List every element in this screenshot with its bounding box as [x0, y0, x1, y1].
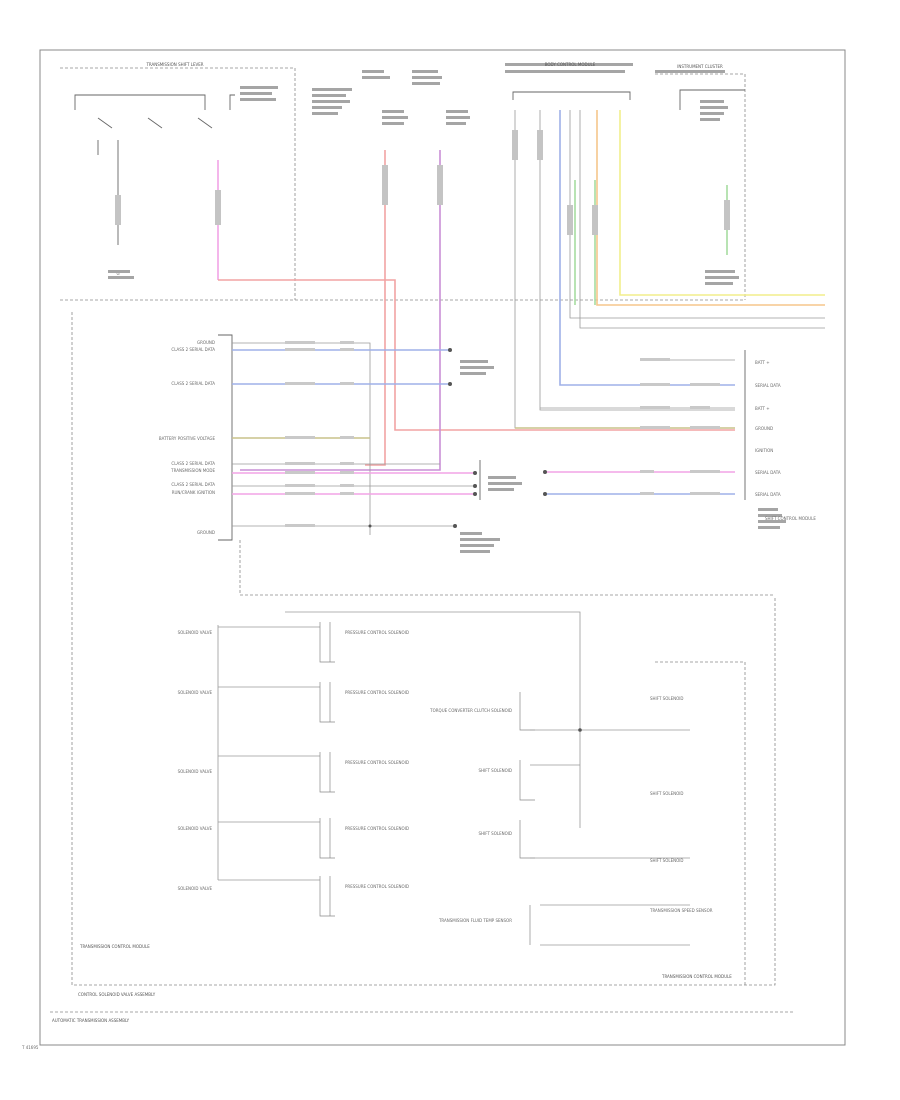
shift-lever-box [60, 67, 296, 300]
auto-trans-title: AUTOMATIC TRANSMISSION ASSEMBLY [52, 1018, 130, 1023]
tcm-pin-3: BATTERY POSITIVE VOLTAGE [159, 436, 216, 441]
shift-control-pin-2: BATT + [755, 406, 770, 411]
right-comp-0: SHIFT SOLENOID [650, 696, 684, 701]
shift-switch-bracket-right [229, 94, 235, 110]
shift-control-pin-labels: BATT + SERIAL DATA BATT + GROUND IGNITIO… [755, 360, 781, 497]
solenoid-left-2: SOLENOID VALVE [178, 769, 213, 774]
solenoid-left-1: SOLENOID VALVE [178, 690, 213, 695]
tcm-pin-labels: GROUND CLASS 2 SERIAL DATA CLASS 2 SERIA… [159, 340, 216, 535]
footer-code: T 41695 [21, 1045, 39, 1050]
center-component-labels: TORQUE CONVERTER CLUTCH SOLENOID SHIFT S… [429, 708, 512, 923]
center-comp-1: SHIFT SOLENOID [478, 768, 512, 773]
top-header-labels [108, 63, 739, 285]
center-components [519, 692, 690, 946]
tcm-pin-5: TRANSMISSION MODE [170, 468, 215, 473]
tcm-pin-1: CLASS 2 SERIAL DATA [171, 347, 215, 352]
splice-labels [460, 360, 786, 553]
solenoid-right-4: PRESSURE CONTROL SOLENOID [345, 884, 409, 889]
solenoid-right-0: PRESSURE CONTROL SOLENOID [345, 630, 409, 635]
lever-ground-label: G [116, 271, 119, 276]
center-comp-2: SHIFT SOLENOID [478, 831, 512, 836]
instrument-cluster-box [655, 73, 746, 300]
instrument-cluster-title: INSTRUMENT CLUSTER [677, 64, 723, 69]
tcm-title-right: TRANSMISSION CONTROL MODULE [661, 974, 732, 979]
right-component-labels: SHIFT SOLENOID SHIFT SOLENOID SHIFT SOLE… [649, 696, 713, 913]
wire-tags [115, 130, 730, 235]
gateway-title: BODY CONTROL MODULE [545, 62, 596, 67]
solenoid-return [285, 611, 581, 828]
shift-control-title: SHIFT CONTROL MODULE [765, 516, 816, 521]
tcm-wire-tags [285, 341, 720, 527]
tcm-pin-8: GROUND [197, 530, 215, 535]
tcm-pin-4: CLASS 2 SERIAL DATA [171, 461, 215, 466]
right-comp-1: SHIFT SOLENOID [650, 791, 684, 796]
control-solenoid-title: CONTROL SOLENOID VALVE ASSEMBLY [78, 992, 156, 997]
shift-control-pin-1: SERIAL DATA [755, 383, 781, 388]
right-comp-3: TRANSMISSION SPEED SENSOR [649, 908, 713, 913]
instrument-cluster-inner [679, 89, 745, 110]
shift-control-pin-6: SERIAL DATA [755, 492, 781, 497]
tcm-outer-box [71, 312, 776, 986]
connector-dots [368, 348, 547, 528]
shift-lever-title: TRANSMISSION SHIFT LEVER [145, 62, 203, 67]
solenoid-left-labels: SOLENOID VALVE SOLENOID VALVE SOLENOID V… [178, 630, 213, 891]
right-comp-2: SHIFT SOLENOID [650, 858, 684, 863]
tcm-pin-2: CLASS 2 SERIAL DATA [171, 381, 215, 386]
shift-switches [97, 117, 213, 245]
solenoid-left-4: SOLENOID VALVE [178, 886, 213, 891]
solenoid-right-1: PRESSURE CONTROL SOLENOID [345, 690, 409, 695]
solenoid-right-3: PRESSURE CONTROL SOLENOID [345, 826, 409, 831]
top-wires [217, 110, 825, 471]
shift-switch-bracket [74, 94, 206, 110]
shift-control-pin-3: GROUND [755, 426, 773, 431]
page-frame [39, 49, 846, 1046]
shift-control-pin-0: BATT + [755, 360, 770, 365]
center-comp-3: TRANSMISSION FLUID TEMP SENSOR [438, 918, 512, 923]
tcm-connector-box [218, 334, 233, 541]
tcm-pin-7: RUN/CRANK IGNITION [172, 490, 215, 495]
shift-control-pin-4: IGNITION [755, 448, 773, 453]
solenoid-right-2: PRESSURE CONTROL SOLENOID [345, 760, 409, 765]
tcm-title: TRANSMISSION CONTROL MODULE [79, 944, 150, 949]
solenoid-left-0: SOLENOID VALVE [178, 630, 213, 635]
right-components-box [655, 661, 746, 985]
tcm-inner-dash [239, 540, 775, 596]
tcm-pin-0: GROUND [197, 340, 215, 345]
center-comp-0: TORQUE CONVERTER CLUTCH SOLENOID [429, 708, 512, 713]
tcm-pin-6: CLASS 2 SERIAL DATA [171, 482, 215, 487]
gateway-bracket [512, 91, 631, 100]
solenoid-right-labels: PRESSURE CONTROL SOLENOID PRESSURE CONTR… [345, 630, 409, 889]
shift-control-pin-5: SERIAL DATA [755, 470, 781, 475]
solenoid-rows [218, 622, 335, 917]
solenoid-left-3: SOLENOID VALVE [178, 826, 213, 831]
